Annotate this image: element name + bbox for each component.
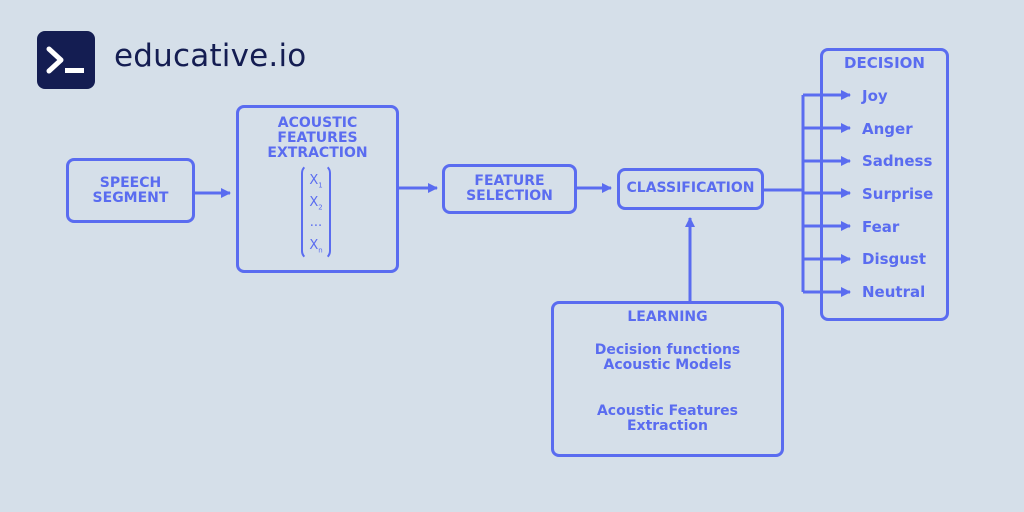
vector-element-x2: X2 bbox=[309, 195, 323, 212]
feature-vector: X1 X2 ... Xn bbox=[301, 164, 331, 260]
feature-selection-label-2: SELECTION bbox=[466, 188, 553, 204]
learning-box: LEARNING Decision functions Acoustic Mod… bbox=[551, 301, 784, 457]
speech-segment-label-1: SPEECH bbox=[99, 175, 162, 191]
acoustic-label-3: EXTRACTION bbox=[267, 145, 368, 161]
emotion-joy: Joy bbox=[862, 87, 888, 105]
learning-line-decision-functions: Decision functions bbox=[594, 342, 741, 358]
classification-label: CLASSIFICATION bbox=[626, 180, 755, 196]
learning-line-acoustic-models: Acoustic Models bbox=[603, 357, 732, 373]
vector-element-xn: Xn bbox=[309, 238, 323, 255]
acoustic-features-extraction-box: ACOUSTIC FEATURES EXTRACTION X1 X2 ... X… bbox=[236, 105, 399, 273]
vector-ellipsis: ... bbox=[309, 215, 323, 230]
speech-segment-box: SPEECH SEGMENT bbox=[66, 158, 195, 223]
emotion-neutral: Neutral bbox=[862, 283, 926, 301]
feature-selection-box: FEATURE SELECTION bbox=[442, 164, 577, 214]
decision-title: DECISION bbox=[844, 54, 925, 72]
acoustic-label-1: ACOUSTIC bbox=[277, 115, 358, 131]
emotion-anger: Anger bbox=[862, 120, 913, 138]
acoustic-label-2: FEATURES bbox=[277, 130, 358, 146]
emotion-surprise: Surprise bbox=[862, 185, 934, 203]
vector-element-x1: X1 bbox=[309, 173, 323, 190]
emotion-sadness: Sadness bbox=[862, 152, 933, 170]
learning-line-extraction: Extraction bbox=[626, 418, 708, 434]
emotion-disgust: Disgust bbox=[862, 250, 927, 268]
speech-segment-label-2: SEGMENT bbox=[92, 190, 169, 206]
learning-line-acoustic-features: Acoustic Features bbox=[596, 403, 739, 419]
emotion-fear: Fear bbox=[862, 218, 900, 236]
brand-name: educative.io bbox=[114, 38, 307, 74]
learning-title: LEARNING bbox=[627, 309, 708, 325]
classification-box: CLASSIFICATION bbox=[617, 168, 764, 210]
feature-selection-label-1: FEATURE bbox=[474, 173, 545, 189]
decision-box: DECISION bbox=[820, 48, 949, 321]
educative-logo-icon bbox=[37, 31, 95, 89]
